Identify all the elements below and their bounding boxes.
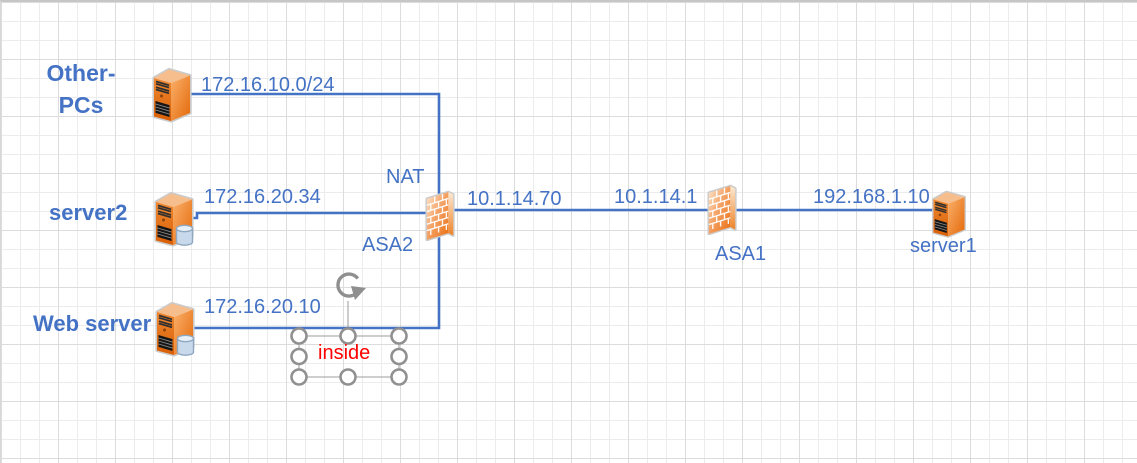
rotate-handle-icon[interactable] — [336, 272, 366, 300]
selection-handle[interactable] — [339, 327, 357, 345]
asa1-left-ip-label[interactable]: 10.1.14.1 — [614, 186, 698, 208]
web-server-label[interactable]: Web server — [33, 311, 152, 336]
nat-caption[interactable]: NAT — [386, 166, 425, 188]
other-pcs-label[interactable]: Other- PCs — [46, 60, 116, 118]
web-server-ip-label[interactable]: 172.16.20.10 — [204, 296, 321, 318]
other-pcs-network-label[interactable]: 172.16.10.0/24 — [201, 74, 335, 96]
asa2-right-ip-label[interactable]: 10.1.14.70 — [467, 188, 562, 210]
inside-label[interactable]: inside — [318, 342, 371, 364]
pc-tower-icon[interactable] — [933, 192, 964, 236]
selection-handles — [290, 327, 408, 386]
server2-label[interactable]: server2 — [49, 200, 128, 225]
firewall-icon[interactable] — [707, 184, 737, 235]
selection-handle[interactable] — [390, 327, 408, 345]
server1-label[interactable]: server1 — [910, 235, 977, 257]
asa1-right-ip-label[interactable]: 192.168.1.10 — [813, 186, 930, 208]
connector-otherpcs-asa2-webserver[interactable] — [171, 92, 441, 330]
selection-handle[interactable] — [339, 368, 357, 386]
server-tower-icon[interactable] — [157, 304, 194, 356]
server2-ip-label[interactable]: 172.16.20.34 — [204, 186, 321, 208]
asa1-label[interactable]: ASA1 — [715, 243, 767, 265]
selection-handle[interactable] — [290, 347, 308, 366]
asa2-label[interactable]: ASA2 — [362, 234, 414, 256]
pc-tower-icon[interactable] — [154, 70, 190, 122]
server-tower-icon[interactable] — [156, 194, 193, 246]
selection-handle[interactable] — [290, 327, 308, 345]
selection-handle[interactable] — [390, 368, 408, 386]
selection-handle[interactable] — [290, 368, 308, 386]
connector-server2-asa2[interactable] — [171, 211, 427, 220]
selection-handle[interactable] — [390, 347, 408, 366]
firewall-icon[interactable] — [425, 190, 455, 241]
